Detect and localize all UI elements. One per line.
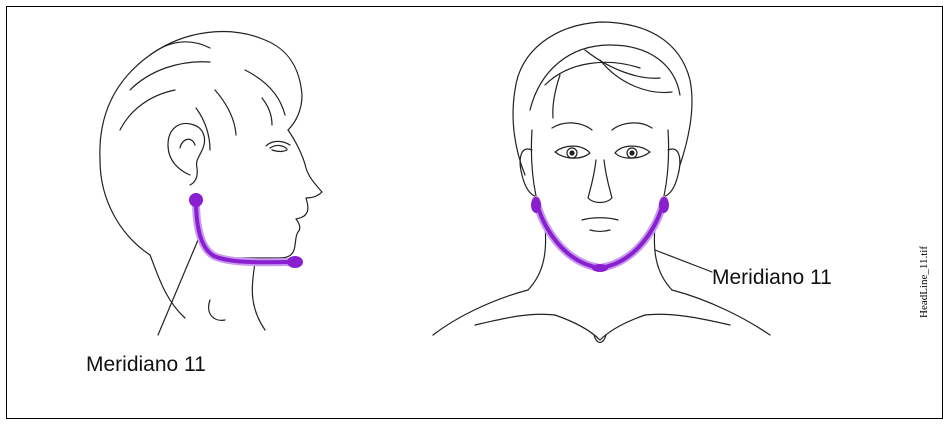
profile-ear: [168, 124, 205, 185]
meridian-point-jaw-right: [659, 197, 669, 213]
front-head: [433, 22, 770, 343]
profile-face: [230, 130, 322, 258]
label-meridian-right: Meridiano 11: [712, 266, 832, 290]
profile-neck-back: [150, 255, 185, 318]
front-meridian: [531, 197, 669, 272]
meridian-point-jaw-left: [531, 197, 541, 213]
front-shoulders: [433, 290, 528, 335]
meridian-point-ear: [189, 193, 203, 207]
profile-neck-front: [252, 262, 265, 330]
side-caption: HeadLine_11.tif: [918, 246, 930, 318]
left-pointer-line: [158, 240, 198, 335]
meridian-point-chin-front: [592, 264, 608, 272]
profile-head: [100, 32, 322, 335]
label-meridian-left: Meridiano 11: [86, 353, 206, 377]
right-pointer-line: [655, 250, 712, 272]
meridian-point-chin: [287, 256, 303, 268]
